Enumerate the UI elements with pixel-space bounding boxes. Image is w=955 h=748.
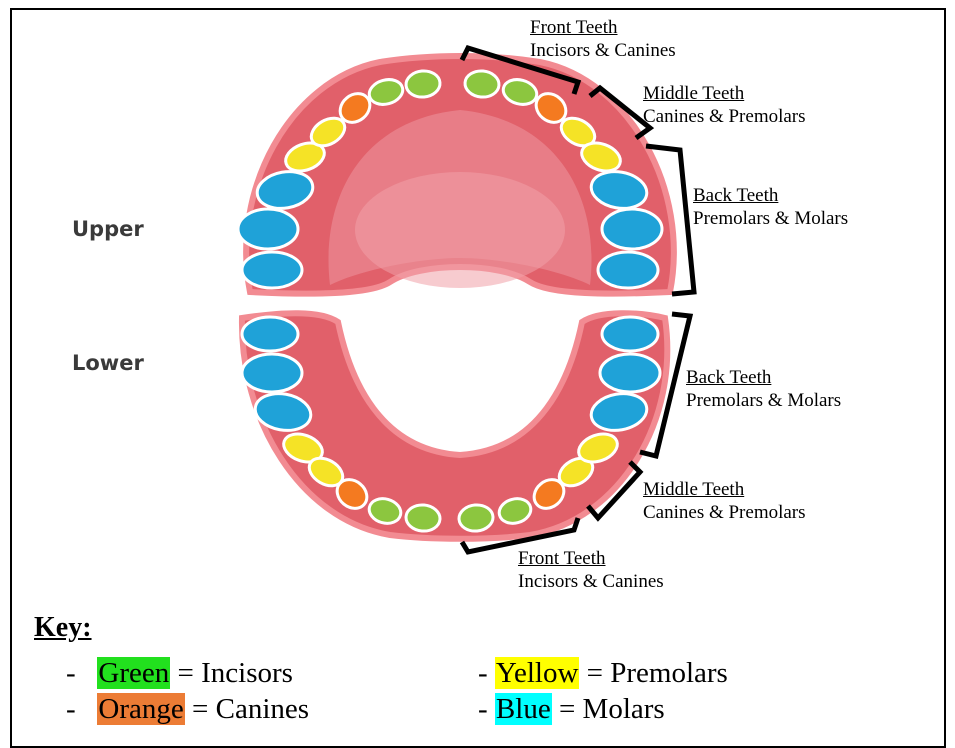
molar-tooth	[242, 252, 302, 288]
molar-tooth	[242, 317, 298, 351]
molar-tooth	[598, 252, 658, 288]
incisor-tooth	[458, 504, 494, 533]
incisor-tooth	[464, 70, 500, 99]
key-meaning-yellow: = Premolars	[579, 657, 727, 689]
key-swatch-orange: Orange	[97, 693, 184, 725]
label-lower-middle-sub: Canines & Premolars	[643, 501, 806, 524]
label-upper-back: Back Teeth Premolars & Molars	[693, 184, 848, 230]
label-lower-front: Front Teeth Incisors & Canines	[518, 547, 664, 593]
label-upper-back-sub: Premolars & Molars	[693, 207, 848, 230]
label-lower-back-sub: Premolars & Molars	[686, 389, 841, 412]
key-meaning-green: = Incisors	[170, 657, 293, 689]
incisor-tooth	[405, 70, 441, 99]
key-item-green: - Green = Incisors	[66, 656, 293, 690]
upper-jaw-label: Upper	[72, 217, 144, 241]
key-title: Key:	[34, 612, 92, 644]
label-lower-back-heading: Back Teeth	[686, 366, 841, 389]
molar-tooth	[602, 209, 662, 249]
upper-palate-highlight	[355, 172, 565, 288]
key-dash: -	[478, 693, 488, 725]
molar-tooth	[242, 354, 302, 392]
key-item-blue: - Blue = Molars	[478, 692, 665, 726]
key-dash: -	[66, 657, 76, 689]
label-upper-middle-sub: Canines & Premolars	[643, 105, 806, 128]
key-swatch-yellow: Yellow	[495, 657, 579, 689]
label-lower-middle: Middle Teeth Canines & Premolars	[643, 478, 806, 524]
key-dash: -	[66, 693, 76, 725]
label-upper-back-heading: Back Teeth	[693, 184, 848, 207]
label-upper-front: Front Teeth Incisors & Canines	[530, 16, 676, 62]
molar-tooth	[602, 317, 658, 351]
label-upper-middle-heading: Middle Teeth	[643, 82, 806, 105]
lower-jaw-label: Lower	[72, 351, 144, 375]
molar-tooth	[238, 209, 298, 249]
key-meaning-orange: = Canines	[185, 693, 309, 725]
label-upper-front-sub: Incisors & Canines	[530, 39, 676, 62]
key-meaning-blue: = Molars	[552, 693, 665, 725]
label-upper-middle: Middle Teeth Canines & Premolars	[643, 82, 806, 128]
key-item-orange: - Orange = Canines	[66, 692, 309, 726]
label-lower-middle-heading: Middle Teeth	[643, 478, 806, 501]
label-lower-back: Back Teeth Premolars & Molars	[686, 366, 841, 412]
key-item-yellow: - Yellow = Premolars	[478, 656, 728, 690]
molar-tooth	[600, 354, 660, 392]
key-swatch-green: Green	[97, 657, 170, 689]
incisor-tooth	[405, 504, 441, 533]
key-dash: -	[478, 657, 488, 689]
label-upper-front-heading: Front Teeth	[530, 16, 676, 39]
key-swatch-blue: Blue	[495, 693, 552, 725]
label-lower-front-heading: Front Teeth	[518, 547, 664, 570]
label-lower-front-sub: Incisors & Canines	[518, 570, 664, 593]
